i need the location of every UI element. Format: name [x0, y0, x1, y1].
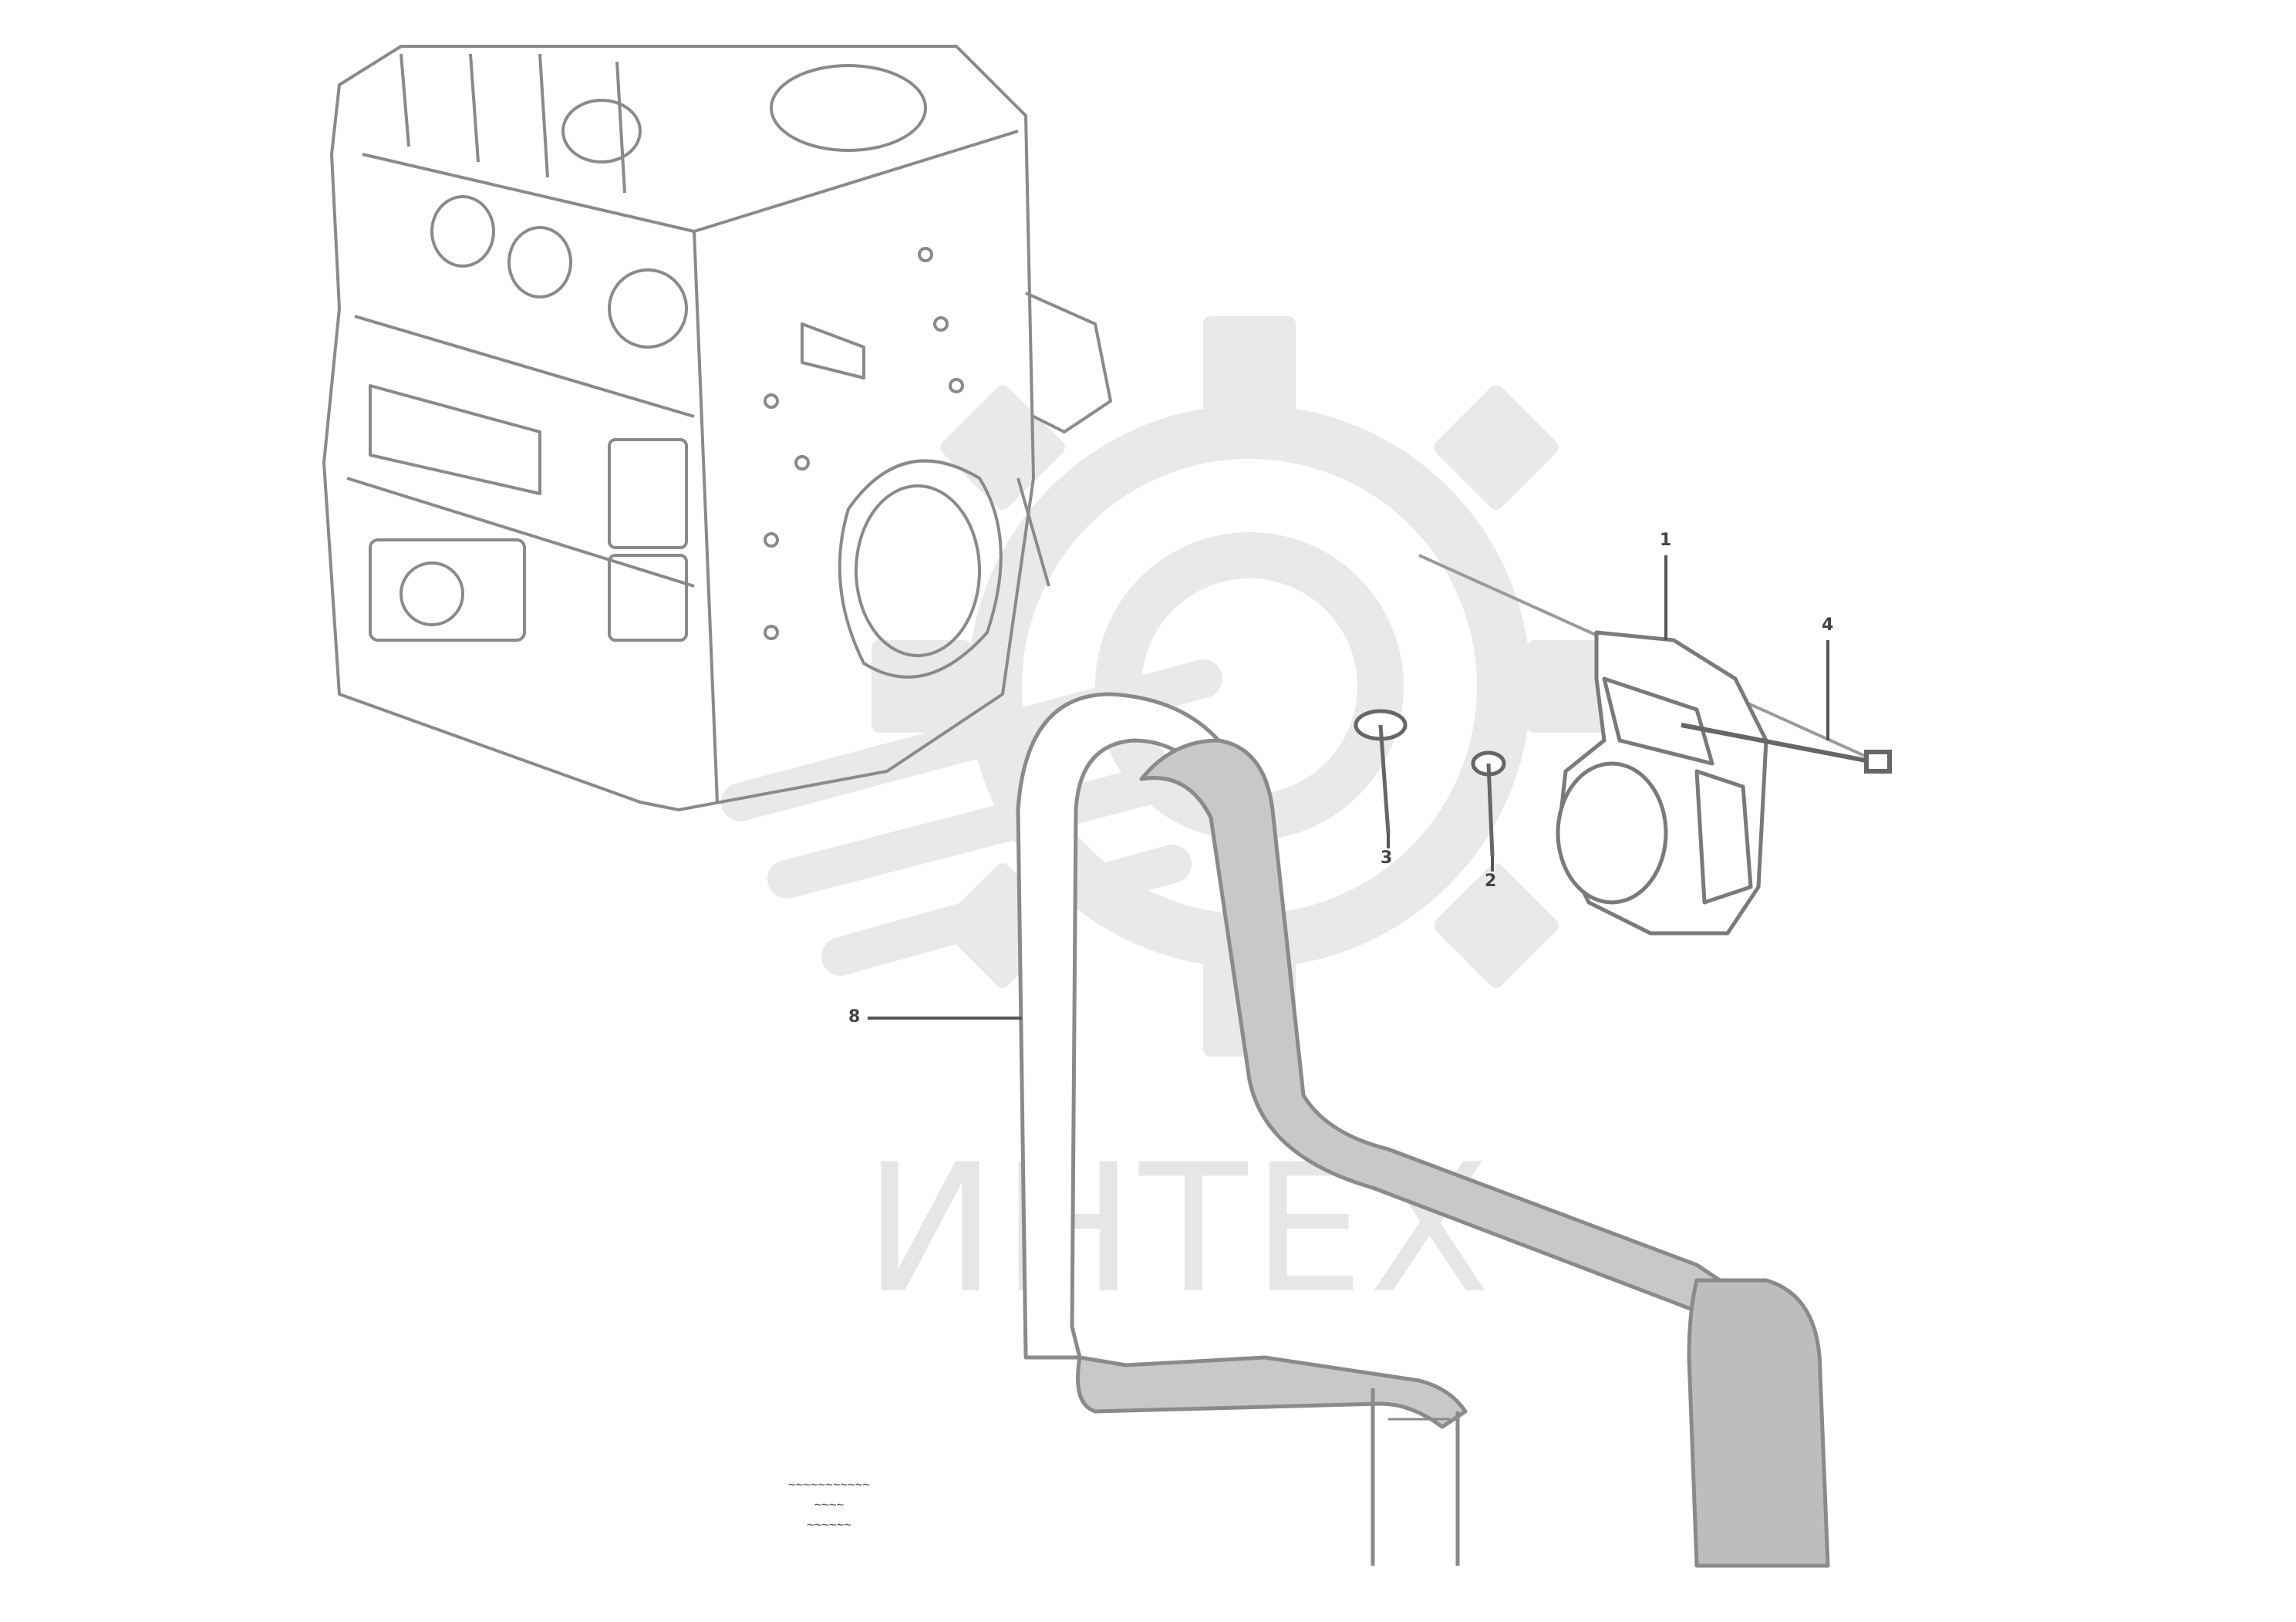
callout-short-bolt-b: 2: [1485, 872, 1497, 891]
callout-short-bolt-a: 3: [1381, 848, 1393, 868]
callout-belt: 8: [848, 1007, 861, 1027]
short-bolts: [1354, 709, 1506, 872]
reference-line-3: ~~~~~~: [807, 1517, 851, 1532]
long-bolt: [1681, 640, 1892, 774]
reference-line-1: ~~~~~~~~~~~: [788, 1477, 870, 1492]
drive-belt: [1016, 692, 1830, 1568]
callout-starter: 1: [1660, 531, 1672, 550]
callout-long-bolt: 4: [1822, 615, 1834, 635]
drawing-reference: ~~~~~~~~~~~ ~~~~ ~~~~~~: [737, 1475, 922, 1535]
engine-block: [322, 45, 1112, 811]
reference-line-2: ~~~~: [814, 1497, 845, 1512]
starter-motor: [1418, 554, 1883, 936]
